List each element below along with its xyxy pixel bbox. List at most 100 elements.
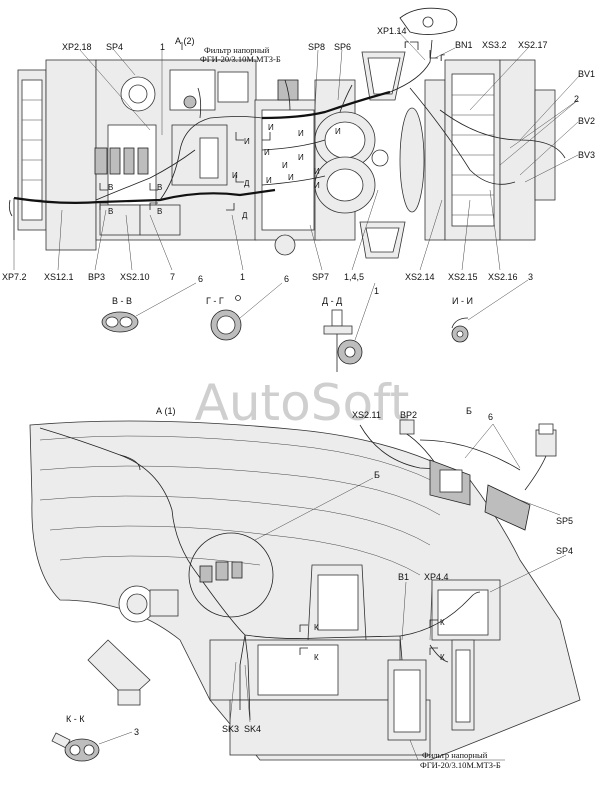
label-i-10: И (288, 173, 294, 182)
label-1-mid: 1 (240, 272, 245, 282)
label-sp4-top: SP4 (106, 42, 123, 52)
label-3-top: 3 (528, 272, 533, 282)
section-d-d (323, 282, 376, 372)
engine-block (94, 59, 257, 241)
central-unit (254, 79, 389, 256)
wiring-harness-top (8, 39, 566, 240)
label-xs3-2: XS3.2 (482, 40, 507, 50)
label-b-view-title: Б (466, 406, 472, 416)
label-i-11: И (314, 167, 320, 176)
label-i-5: И (264, 148, 270, 157)
label-section-i-i: И - И (452, 296, 473, 306)
label-6-a: 6 (198, 274, 203, 284)
label-k-1: К (314, 623, 319, 632)
label-d-2: Д (242, 211, 248, 220)
label-sk4: SK4 (244, 724, 261, 734)
left-radiator (17, 59, 97, 251)
label-view-a1: А (1) (156, 406, 176, 416)
label-bp3: BP3 (88, 272, 105, 282)
section-i-i (451, 279, 529, 343)
label-xs2-14: XS2.14 (405, 272, 435, 282)
label-6-b: 6 (284, 274, 289, 284)
label-7: 7 (170, 272, 175, 282)
sensor-cap-bn1 (399, 7, 458, 35)
section-cut-markers (99, 41, 438, 211)
label-bp2: BP2 (400, 410, 417, 420)
label-i-3: И (298, 129, 304, 138)
label-bn1: BN1 (455, 40, 473, 50)
label-3-bottom: 3 (134, 727, 139, 737)
hydraulic-tank (209, 564, 431, 756)
label-i-2: И (268, 123, 274, 132)
label-v-3: В (157, 183, 162, 192)
label-sp6: SP6 (334, 42, 351, 52)
label-xs2-17: XS2.17 (518, 40, 548, 50)
section-k-k (51, 731, 133, 762)
label-sp7: SP7 (312, 272, 329, 282)
label-xs2-16: XS2.16 (488, 272, 518, 282)
label-1-4-5: 1,4,5 (344, 272, 364, 282)
label-xs12-1: XS12.1 (44, 272, 74, 282)
label-bv2: BV2 (578, 116, 595, 126)
section-g-g (210, 282, 283, 341)
label-b1: B1 (398, 572, 409, 582)
label-view-a2: А (2) (175, 36, 195, 46)
label-6-c: 6 (488, 412, 493, 422)
label-xp2-18: XP2.18 (62, 42, 92, 52)
label-filter-bottom-line2: ФГИ-20/3.10М.МТЗ-Б (420, 760, 501, 770)
label-i-12: И (314, 181, 320, 190)
label-1-top: 1 (160, 42, 165, 52)
label-xp4-4: XP4.4 (424, 572, 449, 582)
label-xs2-15: XS2.15 (448, 272, 478, 282)
label-2: 2 (574, 94, 579, 104)
label-xp1-14: XP1.14 (377, 26, 407, 36)
label-i-1: И (244, 137, 250, 146)
label-bv3: BV3 (578, 150, 595, 160)
label-g-top-1: Г (404, 40, 409, 50)
label-xp7-2: XP7.2 (2, 272, 27, 282)
label-filter-top-line1: Фильтр напорный (204, 45, 270, 55)
label-g-top-2: Г (440, 53, 445, 63)
label-bv1: BV1 (578, 69, 595, 79)
right-funnel-parts (359, 51, 406, 259)
label-section-d-d: Д - Д (322, 296, 342, 306)
right-radiator (399, 59, 556, 241)
leader-lines-bottom (229, 554, 567, 761)
angled-pipe-sk (87, 639, 151, 706)
label-v-4: В (157, 207, 162, 216)
pressure-filter-fgi (387, 579, 501, 741)
label-i-7: И (298, 153, 304, 162)
label-sp4-bottom: SP4 (556, 546, 573, 556)
label-1-dd: 1 (374, 286, 379, 296)
leader-lines-top (13, 29, 581, 271)
label-v-2: В (108, 207, 113, 216)
label-i-9: И (266, 176, 272, 185)
label-sk3: SK3 (222, 724, 239, 734)
callout-circle-b (188, 477, 374, 618)
label-b-callout: Б (374, 470, 380, 480)
label-k-2: К (314, 653, 319, 662)
label-i-6: И (282, 161, 288, 170)
labels: XP2.18 SP4 1 А (2) Фильтр напорный ФГИ-2… (2, 26, 595, 770)
watermark-text: AutoSoft (195, 374, 410, 432)
label-xs2-10: XS2.10 (120, 272, 150, 282)
label-i-8: И (232, 171, 238, 180)
label-v-1: В (108, 183, 113, 192)
label-d-1: Д (244, 179, 250, 188)
label-k-3: К (440, 618, 445, 627)
brake-chamber (118, 585, 179, 623)
label-filter-bottom-line1: Фильтр напорный (422, 750, 488, 760)
label-section-g-g: Г - Г (206, 296, 224, 306)
label-xs2-11: XS2.11 (352, 410, 381, 420)
detail-view-b (359, 419, 561, 531)
label-sp8: SP8 (308, 42, 325, 52)
label-k-4: К (440, 653, 445, 662)
section-v-v (101, 282, 197, 333)
label-section-k-k: К - К (66, 714, 85, 724)
label-filter-top-line2: ФГИ-20/3.10М.МТЗ-Б (200, 54, 281, 64)
wiring-harness-bottom (39, 427, 481, 721)
label-i-4: И (335, 127, 341, 136)
label-sp5: SP5 (556, 516, 573, 526)
